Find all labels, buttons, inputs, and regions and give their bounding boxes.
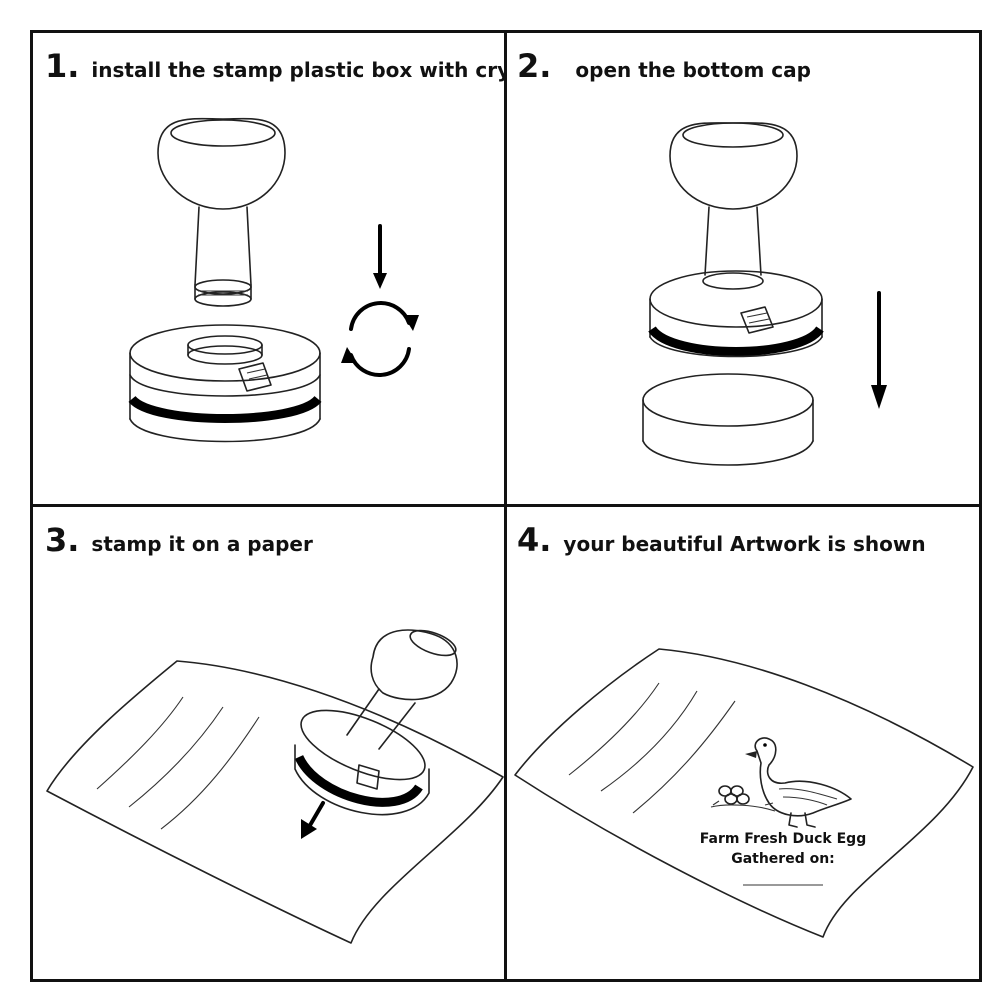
assembled-stamp — [648, 122, 824, 358]
step-2-heading: 2. open the bottom cap — [517, 47, 811, 85]
stamp-assembly-illustration — [128, 117, 419, 443]
stamp-text-line-2: Gathered on: — [731, 851, 835, 867]
open-cap-illustration — [642, 122, 887, 466]
panel-step-2: 2. open the bottom cap — [507, 33, 981, 507]
paper-sheet — [514, 648, 974, 938]
step-2-caption: open the bottom cap — [575, 58, 811, 82]
step-3-number: 3. — [45, 521, 80, 559]
stamp-plastic-box — [128, 324, 322, 443]
stamp-in-hand — [294, 629, 458, 816]
step-4-caption: your beautiful Artwork is shown — [563, 532, 926, 556]
step-3-caption: stamp it on a paper — [91, 532, 313, 556]
duck-egg-stamp-artwork: Farm Fresh Duck Egg Gathered on: — [700, 737, 866, 886]
result-illustration: Farm Fresh Duck Egg Gathered on: — [514, 648, 974, 938]
stamping-illustration — [46, 629, 504, 944]
step-3-heading: 3. stamp it on a paper — [45, 521, 313, 559]
down-arrow-icon — [871, 291, 887, 409]
step-1-number: 1. — [45, 47, 80, 85]
panel-step-1: 1. install the stamp plastic box with cr… — [33, 33, 507, 507]
stamp-text-line-1: Farm Fresh Duck Egg — [700, 831, 866, 847]
grid-divider-horizontal — [30, 504, 982, 507]
rotate-arrows-icon — [341, 224, 419, 377]
step-1-heading: 1. install the stamp plastic box with cr… — [45, 47, 507, 85]
step-2-number: 2. — [517, 47, 552, 85]
panel-step-4: 4. your beautiful Artwork is shown Farm … — [507, 507, 981, 981]
bottom-cap — [642, 373, 814, 466]
crystal-head-knob — [157, 117, 286, 307]
step-4-heading: 4. your beautiful Artwork is shown — [517, 521, 926, 559]
panel-step-3: 3. stamp it on a paper — [33, 507, 507, 981]
paper-sheet — [46, 660, 504, 944]
step-4-number: 4. — [517, 521, 552, 559]
stamp-direction-arrow-icon — [301, 801, 325, 839]
step-1-caption: install the stamp plastic box with cryst… — [91, 58, 507, 82]
